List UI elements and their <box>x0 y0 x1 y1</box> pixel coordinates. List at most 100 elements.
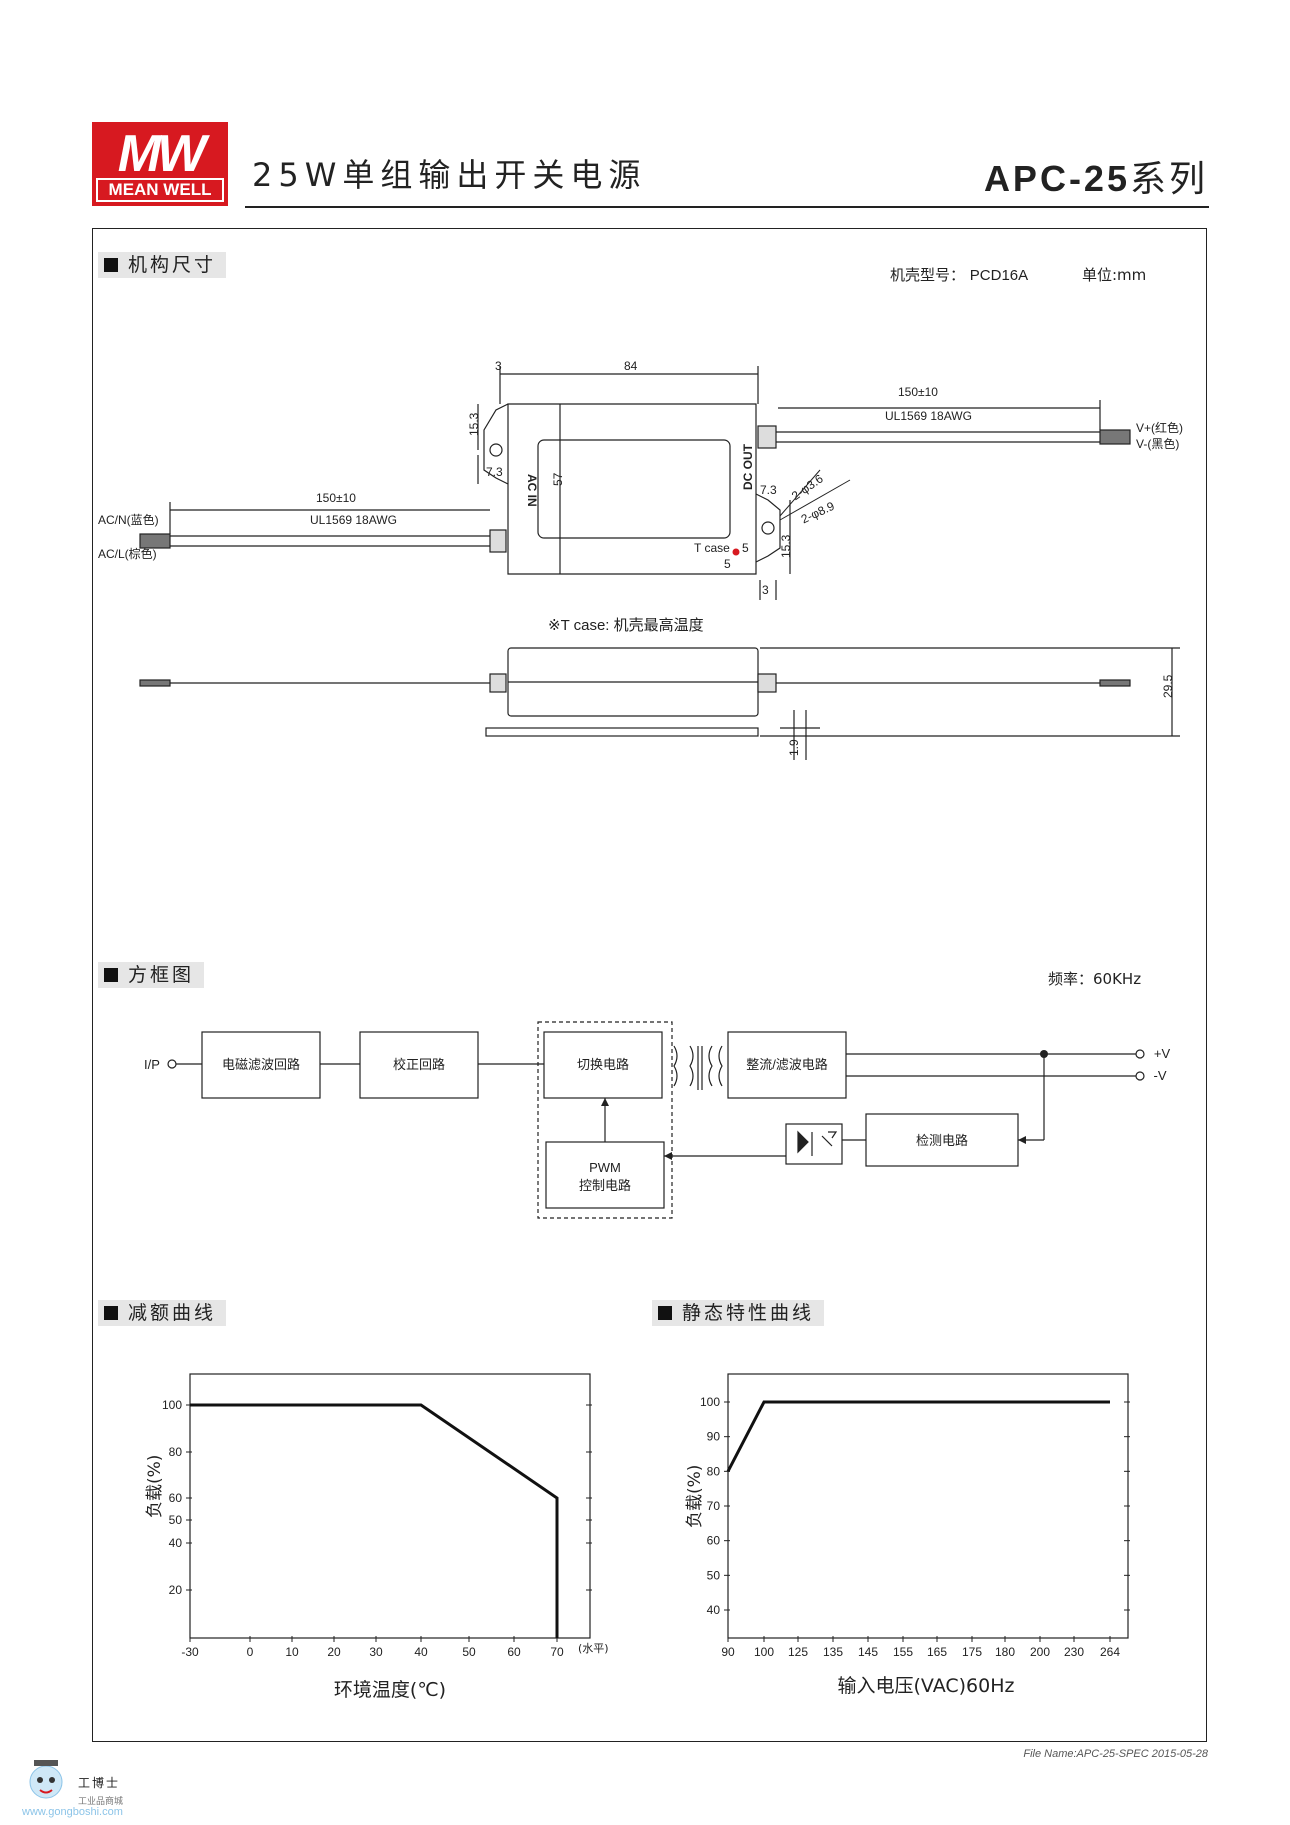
optocoupler-block <box>785 1123 843 1165</box>
wm-url: www.gongboshi.com <box>22 1806 123 1818</box>
derating-series-line <box>190 1403 559 1638</box>
static-xtick-label: 264 <box>1100 1645 1120 1659</box>
static-xtick-label: 180 <box>995 1645 1015 1659</box>
wm-sub: 工业品商城 <box>78 1797 124 1807</box>
ip-terminal <box>167 1059 177 1069</box>
case-number: PCD16A <box>969 267 1029 284</box>
derating-ytick-label: 100 <box>162 1398 182 1412</box>
dim-29-5: 29.5 <box>1161 674 1175 698</box>
static-xtick-label: 145 <box>858 1645 878 1659</box>
static-ytick-label: 100 <box>700 1395 720 1409</box>
section-block-diagram: 方框图 <box>98 962 205 988</box>
case-info: 机壳型号： PCD16A <box>890 264 1028 285</box>
led-symbol <box>797 1130 809 1154</box>
vplus-label: V+(红色) <box>1136 420 1183 435</box>
static-xtick-label: 175 <box>962 1645 982 1659</box>
derating-ytick-label: 20 <box>169 1583 183 1597</box>
label-window <box>537 439 731 539</box>
mount-hole-right <box>761 521 775 535</box>
meanwell-logo: MW MEAN WELL <box>92 122 228 206</box>
header-rule <box>245 206 1209 208</box>
unit-info: 单位:mm <box>1082 266 1147 284</box>
side-base <box>485 727 759 737</box>
derating-xtick-label: 30 <box>369 1645 383 1659</box>
derating-ytick-label: 40 <box>169 1536 183 1550</box>
static-ytick-label: 80 <box>707 1464 721 1478</box>
static-xlabel: 输入电压(VAC)60Hz <box>838 1675 1015 1697</box>
section-derating-label: 减额曲线 <box>128 1302 217 1324</box>
mechanical-dims-text: 3 84 150±10 UL1569 18AWG 150±10 UL1569 1… <box>310 359 972 597</box>
pwm-block <box>545 1141 665 1209</box>
static-series-line <box>726 1400 1110 1472</box>
static-ytick-label: 60 <box>707 1534 721 1548</box>
watermark-robot-icon <box>29 1760 63 1799</box>
dim-15-3a: 15.3 <box>467 412 481 436</box>
static-xtick-label: 90 <box>721 1645 735 1659</box>
transformer-primary <box>673 1045 678 1087</box>
case-label: 机壳型号： <box>890 266 966 284</box>
static-ytick-label: 40 <box>707 1603 721 1617</box>
tcase-note: ※T case: 机壳最高温度 <box>548 617 704 634</box>
section-mechanical: 机构尺寸 <box>98 252 227 278</box>
dim-150-ac: 150±10 <box>316 491 356 505</box>
ac-grommet <box>489 529 507 553</box>
derating-xlabel: 环境温度(℃) <box>334 1679 446 1701</box>
dim-150-dc: 150±10 <box>898 385 938 399</box>
derating-ytick-label: 50 <box>169 1513 183 1527</box>
mount-ear-right <box>755 493 781 563</box>
acn-label: AC/N(蓝色) <box>98 513 159 527</box>
series-model: APC-25 <box>983 158 1130 199</box>
wm-name: 工博士 <box>78 1776 121 1790</box>
static-plot-area <box>727 1373 1129 1639</box>
dim-phi-8-9: 2-φ8.9 <box>799 499 837 527</box>
acl-label: AC/L(棕色) <box>98 546 157 561</box>
pfc-block <box>359 1031 479 1099</box>
section-mechanical-label: 机构尺寸 <box>128 254 217 276</box>
pwm-label-1: PWM <box>589 1160 621 1175</box>
static-xtick-label: 135 <box>823 1645 843 1659</box>
dim-phi-3-6: 2-φ3.6 <box>789 471 826 503</box>
dc-wire-end <box>1099 429 1131 445</box>
derating-ytick-label: 80 <box>169 1445 183 1459</box>
dim-7-3b: 7.3 <box>760 483 777 497</box>
dim-57: 57 <box>551 472 565 486</box>
mount-hole-left <box>489 443 503 457</box>
mechanical-side-view <box>139 647 1180 760</box>
derating-xtick-label: -30 <box>181 1645 199 1659</box>
primary-dashed-group <box>537 1021 673 1219</box>
derating-xtick-label: 70 <box>550 1645 564 1659</box>
section-derating: 减额曲线 <box>98 1300 227 1326</box>
pfc-label: 校正回路 <box>393 1057 445 1072</box>
derating-xtick-label: 40 <box>414 1645 428 1659</box>
switch-label: 切换电路 <box>577 1057 629 1072</box>
ac-wire-end <box>139 533 171 549</box>
derating-ytick-label: 60 <box>169 1491 183 1505</box>
dim-awg-ac: UL1569 18AWG <box>310 513 397 527</box>
derating-xtick-label: 20 <box>327 1645 341 1659</box>
static-xtick-label: 100 <box>754 1645 774 1659</box>
logo-mark: MW <box>117 125 206 183</box>
dim-3b: 3 <box>762 583 769 597</box>
mechanical-top-view <box>139 366 1131 600</box>
pwm-label-2: 控制电路 <box>579 1178 631 1193</box>
static-xtick-label: 125 <box>788 1645 808 1659</box>
mount-ear-left <box>483 403 509 485</box>
derating-xtick-label: 50 <box>462 1645 476 1659</box>
logo-name: MEAN WELL <box>96 178 224 202</box>
watermark: 工博士 工业品商城 www.gongboshi.com <box>18 1740 178 1820</box>
derating-xtick-label: 0 <box>247 1645 254 1659</box>
file-name: File Name:APC-25-SPEC 2015-05-28 <box>1023 1748 1208 1760</box>
section-block-label: 方框图 <box>128 964 195 986</box>
static-ylabel: 负载(%) <box>685 1465 705 1528</box>
transformer-secondary <box>708 1045 713 1087</box>
tcase-label: T case <box>694 541 730 555</box>
rect-label: 整流/滤波电路 <box>746 1057 828 1072</box>
static-ytick-label: 50 <box>707 1568 721 1582</box>
derating-xtick-label: 60 <box>507 1645 521 1659</box>
series-title: APC-25系列 <box>984 150 1208 202</box>
derating-plot-area <box>189 1373 591 1639</box>
dim-1-9: 1.9 <box>787 739 801 756</box>
